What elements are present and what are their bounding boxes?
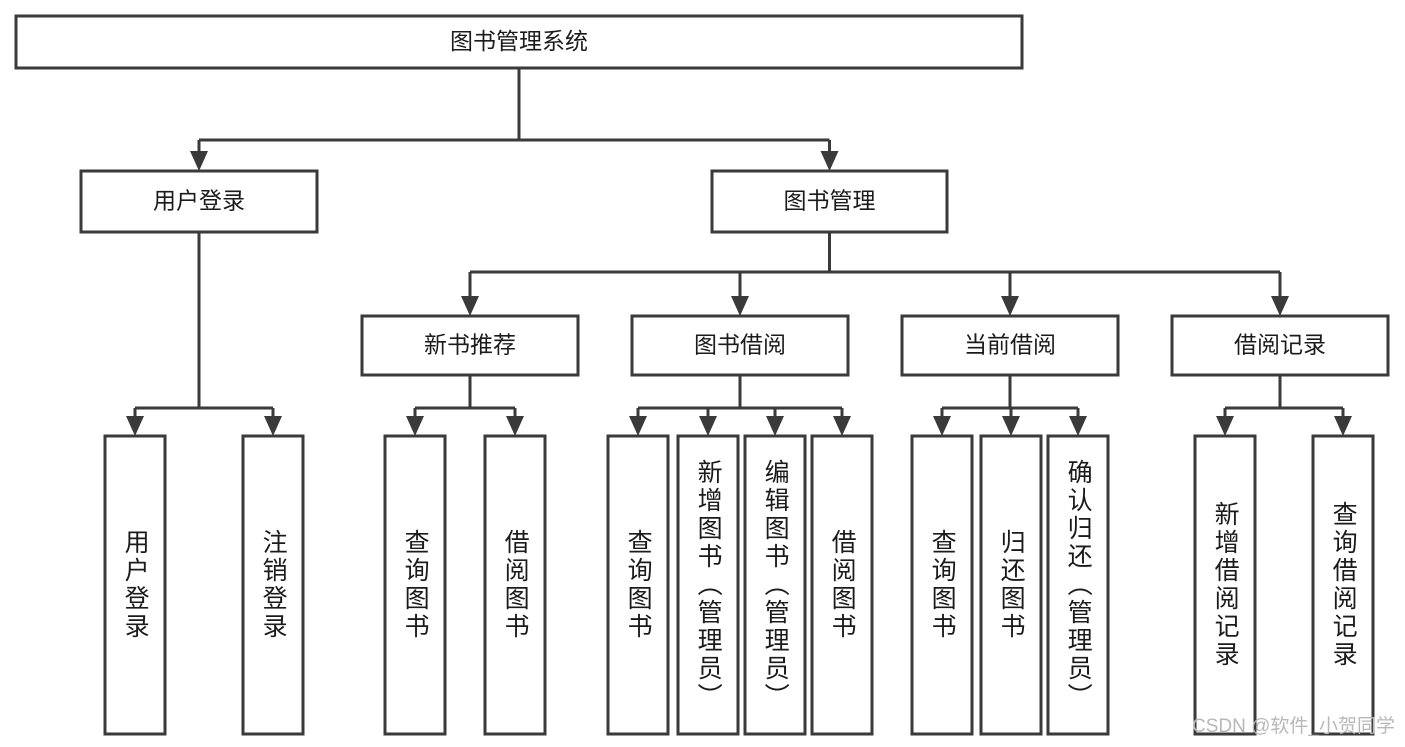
arrow-head-icon (264, 416, 282, 436)
arrow-head-icon (1001, 296, 1019, 316)
arrow-head-icon (461, 296, 479, 316)
borrow-record-box[interactable] (1170, 314, 1390, 377)
csdn-watermark: CSDN @软件_小贺同学 (1192, 716, 1395, 737)
arrow-head-icon (699, 416, 717, 436)
node-box-layer (14, 14, 1390, 736)
leaf-user-login-box[interactable] (103, 434, 167, 736)
leaf-query-book-3-box[interactable] (910, 434, 974, 736)
leaf-borrow-book-1-box[interactable] (483, 434, 547, 736)
arrow-head-icon (629, 416, 647, 436)
arrow-head-icon (833, 416, 851, 436)
arrow-head-icon (1334, 416, 1352, 436)
leaf-user-logout-box[interactable] (241, 434, 305, 736)
new-book-recommend-box[interactable] (360, 314, 580, 377)
connector-layer (126, 68, 1352, 436)
arrow-head-icon (506, 416, 524, 436)
leaf-query-book-1-box[interactable] (383, 434, 447, 736)
new-book-recommend-label: 新书推荐 (424, 332, 516, 358)
book-manage-label: 图书管理 (784, 188, 876, 214)
leaf-query-record-box[interactable] (1311, 434, 1375, 736)
arrow-head-icon (190, 151, 208, 171)
book-borrow-box[interactable] (630, 314, 850, 377)
arrow-head-icon (1002, 416, 1020, 436)
arrow-head-icon (1271, 296, 1289, 316)
leaf-confirm-return-box[interactable] (1046, 434, 1110, 736)
root-label: 图书管理系统 (450, 28, 588, 54)
arrow-head-icon (406, 416, 424, 436)
arrow-head-icon (766, 416, 784, 436)
arrow-head-icon (933, 416, 951, 436)
book-manage-box[interactable] (710, 169, 949, 234)
root-box[interactable] (14, 14, 1024, 70)
arrow-head-icon (731, 296, 749, 316)
leaf-add-book-box[interactable] (676, 434, 740, 736)
leaf-add-record-box[interactable] (1193, 434, 1257, 736)
arrow-head-icon (1216, 416, 1234, 436)
leaf-edit-book-box[interactable] (743, 434, 807, 736)
arrow-head-icon (820, 151, 839, 171)
arrow-head-icon (126, 416, 144, 436)
borrow-record-label: 借阅记录 (1234, 332, 1326, 358)
leaf-return-book-box[interactable] (979, 434, 1043, 736)
user-login-label: 用户登录 (153, 188, 245, 214)
book-borrow-label: 图书借阅 (694, 332, 786, 358)
leaf-borrow-book-2-box[interactable] (810, 434, 874, 736)
user-login-box[interactable] (79, 169, 319, 234)
arrow-head-icon (1069, 416, 1087, 436)
current-borrow-label: 当前借阅 (964, 332, 1056, 358)
leaf-query-book-2-box[interactable] (606, 434, 670, 736)
current-borrow-box[interactable] (900, 314, 1120, 377)
